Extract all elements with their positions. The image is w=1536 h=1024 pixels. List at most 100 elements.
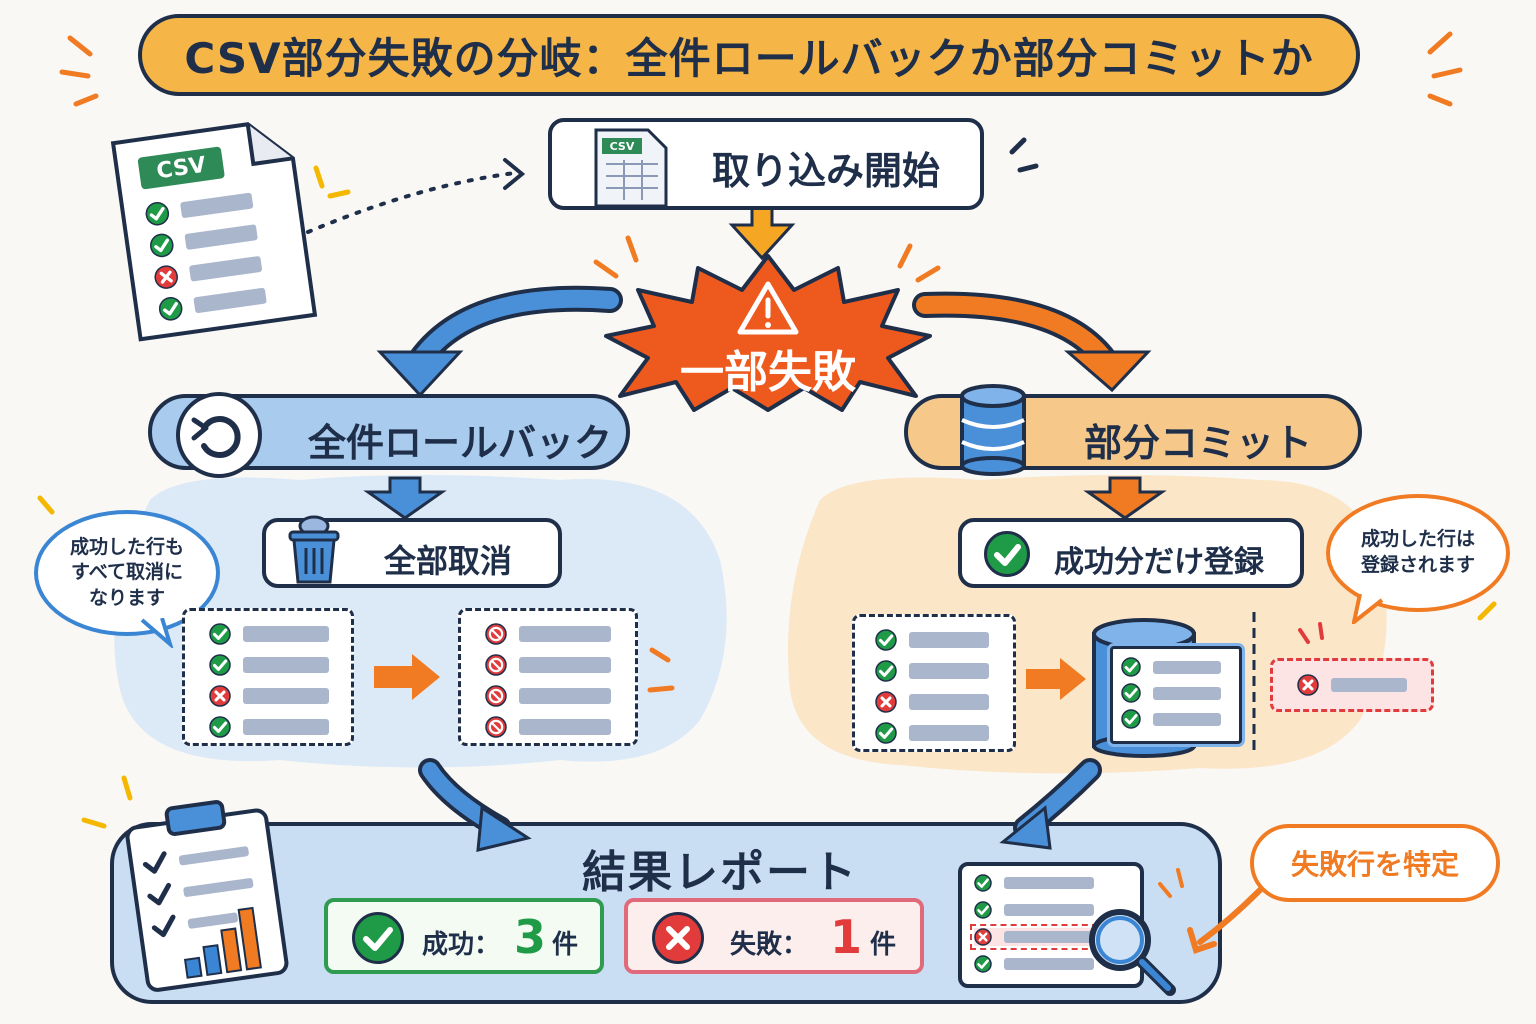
registered-rows-card <box>1110 646 1242 744</box>
list-item <box>153 252 263 291</box>
commit-label: 部分コミット <box>1084 421 1313 465</box>
identify-bubble: 失敗行を特定 <box>1250 824 1500 902</box>
rollback-transition-arrow <box>374 654 440 700</box>
check-icon <box>209 654 231 676</box>
list-item <box>1121 657 1221 677</box>
rollback-pill: 全件ロールバック <box>148 392 630 478</box>
check-icon <box>148 232 175 259</box>
check-icon <box>974 874 992 892</box>
list-item <box>485 716 611 738</box>
x-icon <box>1297 674 1319 696</box>
csv-sheet-icon: CSV <box>592 124 670 208</box>
success-count: 3 <box>514 910 547 964</box>
failure-label: 一部失敗 <box>680 347 856 398</box>
failure-burst: 一部失敗 <box>598 250 938 414</box>
trash-icon <box>286 512 342 586</box>
check-icon <box>157 295 184 322</box>
row-placeholder-bar <box>1153 660 1221 674</box>
check-icon <box>974 901 992 919</box>
commit-database <box>1088 614 1242 758</box>
check-icon <box>209 716 231 738</box>
check-icon <box>875 722 897 744</box>
row-placeholder-bar <box>243 688 329 704</box>
check-icon <box>144 200 171 227</box>
rollback-action-label: 全部取消 <box>384 542 513 580</box>
rollback-label: 全件ロールバック <box>308 421 613 465</box>
check-icon <box>209 623 231 645</box>
row-placeholder-bar <box>243 657 329 673</box>
list-item <box>485 623 611 645</box>
commit-note-bubble: 成功した行は 登録されます <box>1326 494 1510 612</box>
check-icon <box>875 629 897 651</box>
check-icon <box>974 955 992 973</box>
list-item <box>875 691 989 713</box>
list-item <box>148 220 258 259</box>
commit-action-label: 成功分だけ登録 <box>1054 545 1264 580</box>
row-placeholder-bar <box>519 719 611 735</box>
cancel-icon <box>485 685 507 707</box>
csv-sheet-label: CSV <box>609 139 635 153</box>
row-placeholder-bar <box>909 663 989 679</box>
identify-arrow <box>1197 887 1263 945</box>
csv-to-start-arrow <box>306 171 517 234</box>
fail-x-icon <box>652 912 704 964</box>
list-item <box>974 955 1094 973</box>
row-placeholder-bar <box>909 694 989 710</box>
x-icon <box>209 685 231 707</box>
list-item <box>974 901 1094 919</box>
fail-count: 1 <box>830 910 863 964</box>
list-item <box>875 722 989 744</box>
commit-before-card <box>852 614 1016 752</box>
list-item <box>974 874 1094 892</box>
success-count-box: 成功： 3 件 <box>324 898 604 974</box>
warning-icon <box>737 281 799 335</box>
commit-transition-arrow <box>1026 658 1086 700</box>
x-icon <box>974 928 992 946</box>
cancel-icon <box>485 716 507 738</box>
cancel-icon <box>485 654 507 676</box>
list-item <box>209 685 329 707</box>
rejected-row-card <box>1270 658 1434 712</box>
check-icon <box>1121 709 1141 729</box>
success-check-icon <box>352 912 404 964</box>
row-placeholder-bar <box>1153 712 1221 726</box>
check-icon <box>1121 683 1141 703</box>
magnifier-icon <box>1082 902 1178 998</box>
row-placeholder-bar <box>519 626 611 642</box>
x-icon <box>875 691 897 713</box>
list-item <box>485 654 611 676</box>
row-placeholder-bar <box>1004 958 1094 970</box>
row-placeholder-bar <box>909 725 989 741</box>
check-icon <box>875 660 897 682</box>
row-placeholder-bar <box>1004 904 1094 916</box>
check-circle-icon <box>984 531 1030 577</box>
fail-count-box: 失敗： 1 件 <box>624 898 924 974</box>
row-placeholder-bar <box>243 719 329 735</box>
row-placeholder-bar <box>1153 686 1221 700</box>
x-icon <box>153 264 180 291</box>
page-title: CSV部分失敗の分岐：全件ロールバックか部分コミットか <box>138 14 1360 96</box>
undo-icon <box>176 392 262 478</box>
list-item <box>1297 674 1407 696</box>
list-item <box>1121 709 1221 729</box>
list-item <box>209 654 329 676</box>
rollback-before-card <box>182 608 354 746</box>
fail-label: 失敗： <box>730 930 809 960</box>
list-item <box>157 284 267 323</box>
report-title: 結果レポート <box>582 847 858 898</box>
row-placeholder-bar <box>243 626 329 642</box>
fail-unit: 件 <box>870 930 897 960</box>
check-icon <box>1121 657 1141 677</box>
list-item <box>875 660 989 682</box>
list-item <box>209 623 329 645</box>
list-item <box>1121 683 1221 703</box>
list-item <box>144 188 254 227</box>
list-item <box>875 629 989 651</box>
row-placeholder-bar <box>1004 877 1094 889</box>
rollback-action-box: 全部取消 <box>262 515 562 588</box>
success-unit: 件 <box>552 930 579 960</box>
success-label: 成功： <box>422 930 501 960</box>
row-placeholder-bar <box>1331 678 1407 692</box>
row-placeholder-bar <box>519 688 611 704</box>
database-icon <box>958 384 1028 476</box>
